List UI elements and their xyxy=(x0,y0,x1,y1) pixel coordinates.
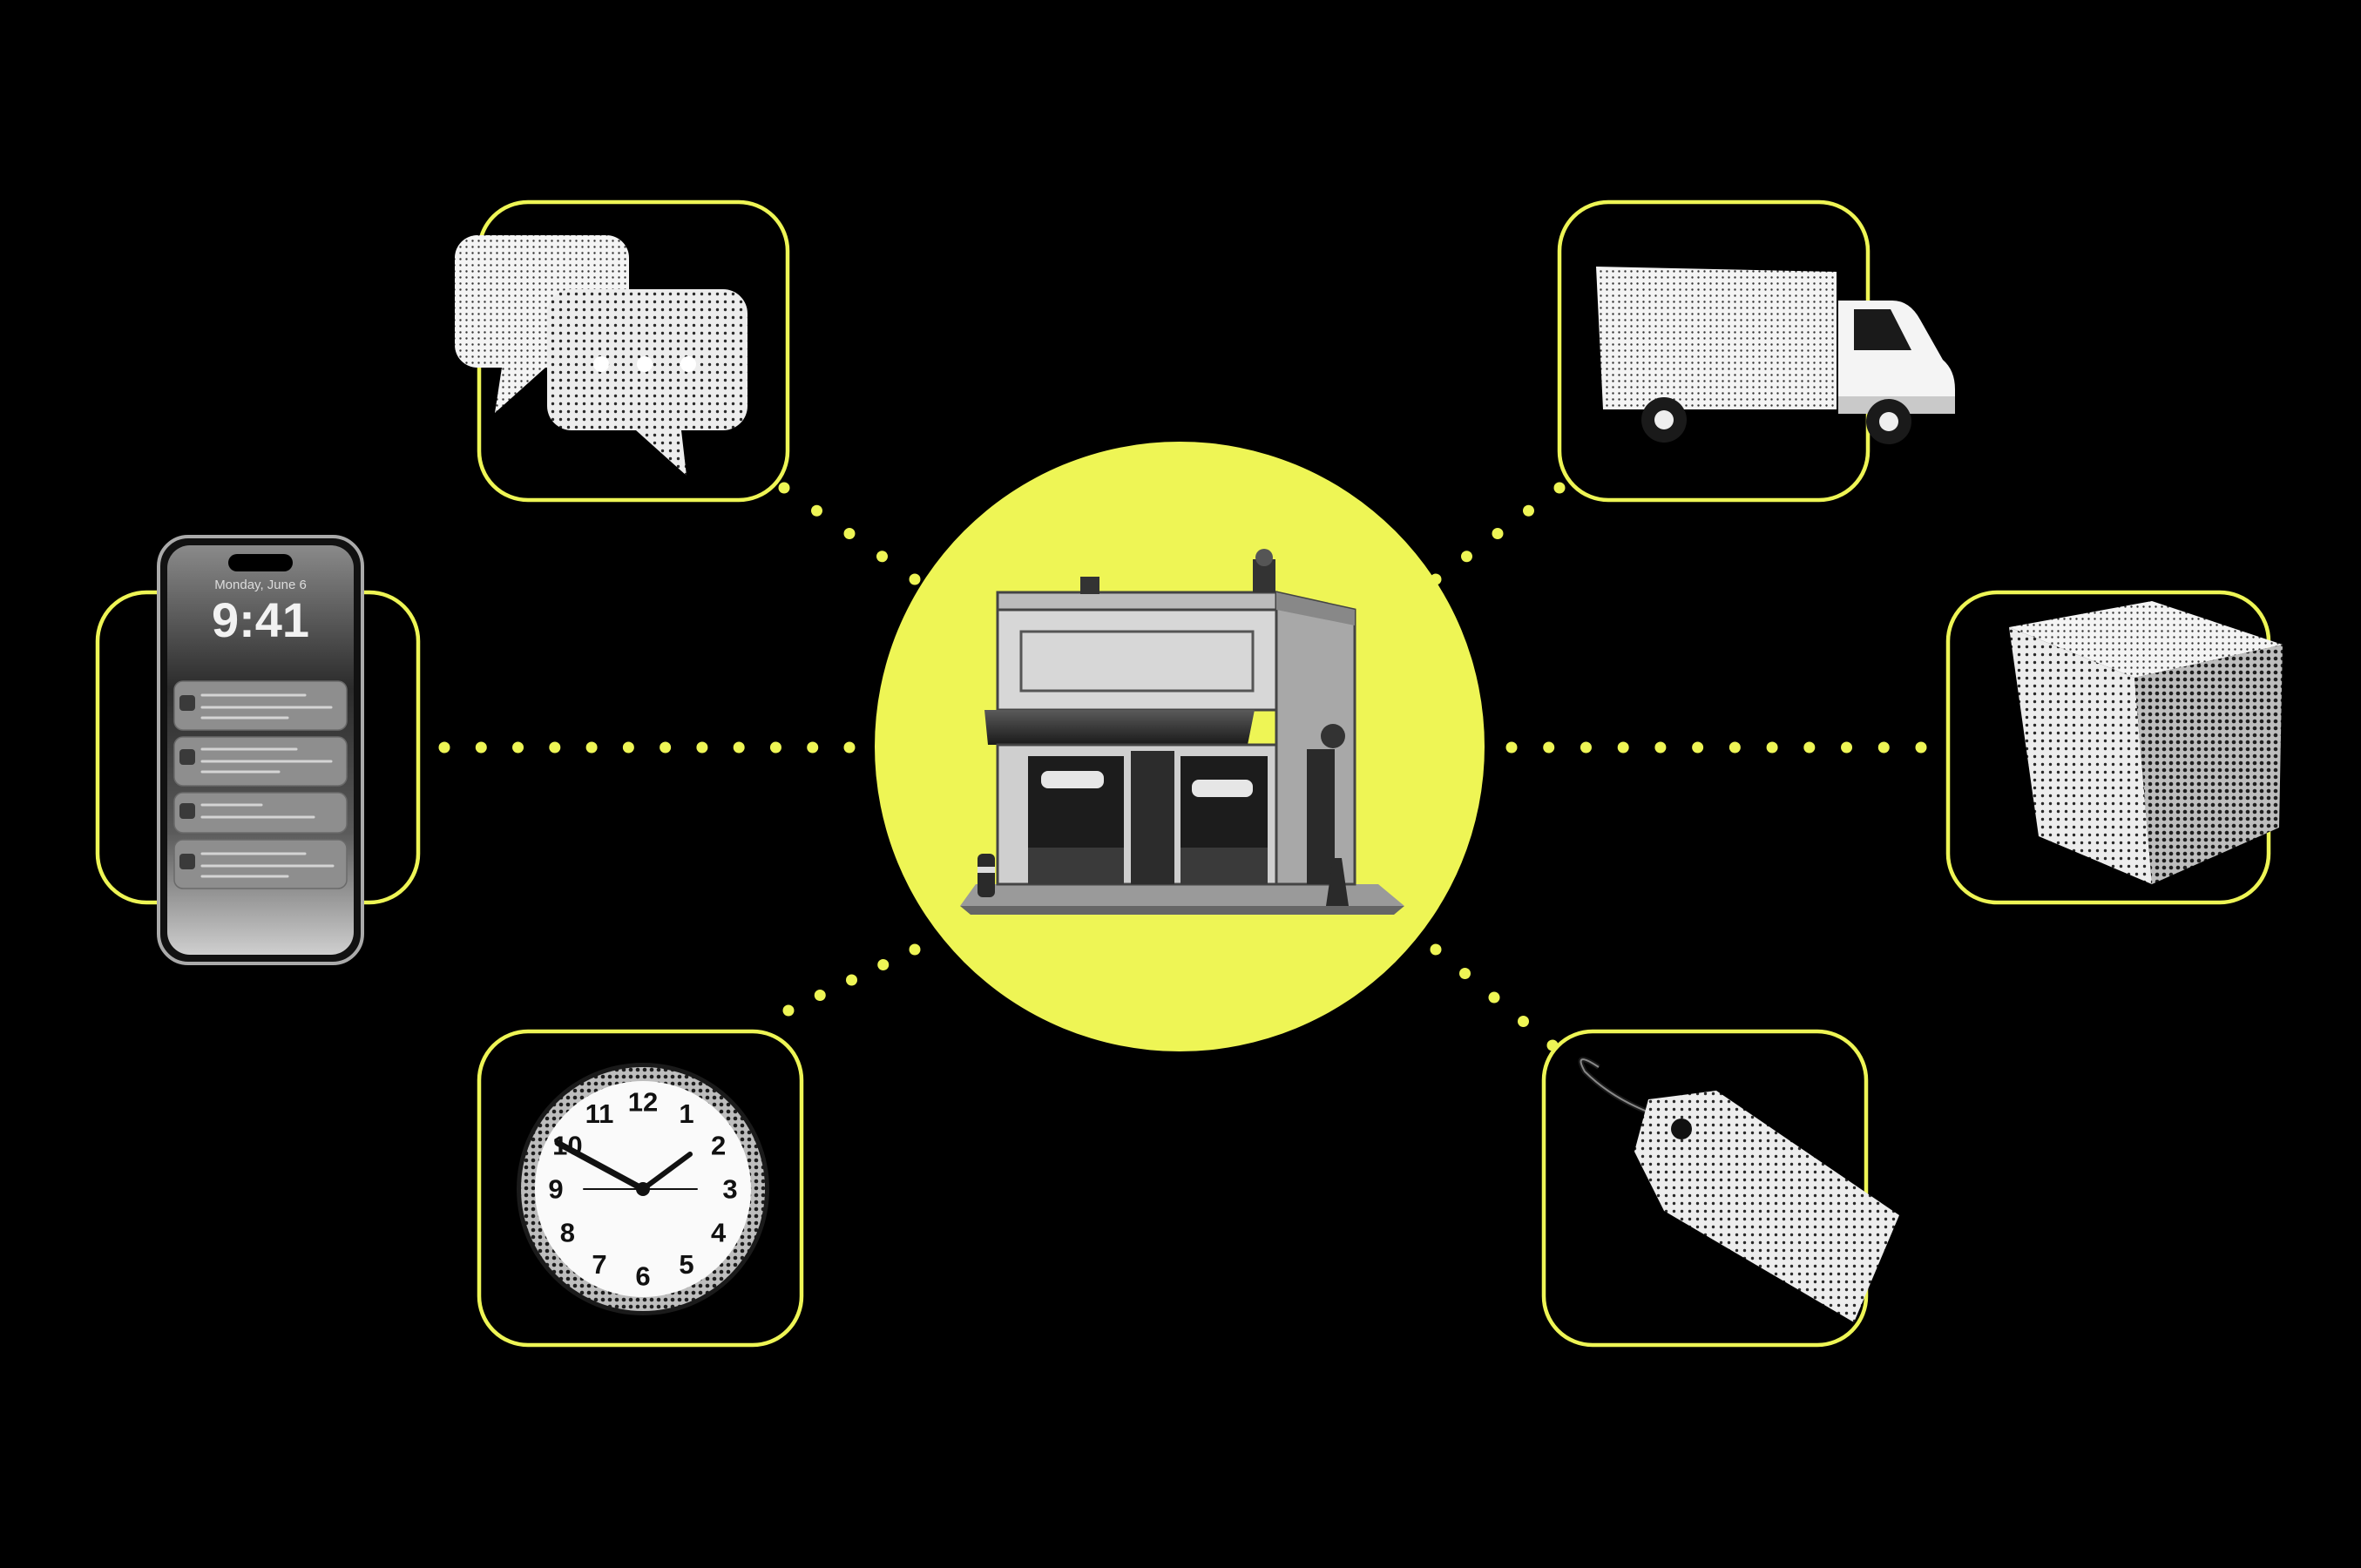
connector-dot xyxy=(549,741,561,754)
connector-dot xyxy=(438,741,450,754)
clock-numeral: 8 xyxy=(560,1218,575,1248)
phone-date: Monday, June 6 xyxy=(214,578,307,592)
smartphone-notifications-icon: Monday, June 6 9:41 xyxy=(157,535,364,965)
connector-dot xyxy=(843,741,856,754)
connector-dot xyxy=(475,741,487,754)
connector-dot xyxy=(585,741,598,754)
clock-numeral: 1 xyxy=(679,1098,693,1129)
clock-node[interactable]: 121234567891011 xyxy=(517,1063,769,1315)
wall-clock-icon: 121234567891011 xyxy=(517,1063,769,1315)
connector-dot xyxy=(733,741,745,754)
connector-dot xyxy=(876,551,888,563)
connector-dot xyxy=(1518,1016,1529,1027)
notification-card xyxy=(173,680,348,731)
connector-dot xyxy=(1728,741,1741,754)
connector-dot xyxy=(1841,741,1853,754)
connector-dot xyxy=(1523,504,1534,517)
storefront-icon xyxy=(960,549,1404,915)
delivery-truck-icon xyxy=(1596,267,1955,444)
connector-dot xyxy=(1915,741,1927,754)
box-node[interactable] xyxy=(2009,601,2283,884)
phone-time: 9:41 xyxy=(212,592,309,647)
connector-dot xyxy=(877,959,890,970)
connector-dot xyxy=(909,573,921,585)
connector-dot xyxy=(1430,943,1442,956)
connector-dot xyxy=(1461,551,1472,563)
connector-dot xyxy=(696,741,708,754)
chat-node[interactable] xyxy=(455,235,748,476)
clock-numeral: 2 xyxy=(711,1131,726,1161)
connector-dot xyxy=(1488,991,1500,1004)
connector-dot xyxy=(1492,528,1504,539)
tag-node[interactable] xyxy=(1578,1057,1899,1322)
package-box-icon xyxy=(2009,601,2283,884)
connector-dot xyxy=(1553,482,1566,494)
phone-node[interactable]: Monday, June 6 9:41 xyxy=(157,535,364,965)
connector-dot xyxy=(807,741,819,754)
connector-dot xyxy=(1877,741,1890,754)
connector-dot xyxy=(846,974,857,986)
connector-dot xyxy=(811,504,822,517)
clock-numeral: 3 xyxy=(722,1174,737,1205)
connector-dot xyxy=(814,990,826,1001)
clock-numeral: 5 xyxy=(679,1249,693,1280)
connector-dot xyxy=(1766,741,1778,754)
connector-dot xyxy=(1580,741,1592,754)
clock-numeral: 7 xyxy=(592,1249,606,1280)
price-tag-icon xyxy=(1578,1057,1899,1322)
tag-node-frame xyxy=(1541,1029,1869,1348)
notification-card xyxy=(173,792,348,834)
connector-dot xyxy=(622,741,634,754)
notification-card xyxy=(173,839,348,889)
clock-numeral: 11 xyxy=(585,1098,614,1129)
center-node[interactable] xyxy=(875,442,1485,1051)
chat-bubbles-icon xyxy=(455,235,748,476)
clock-numeral: 12 xyxy=(628,1087,658,1118)
connector-dot xyxy=(909,943,921,956)
clock-numeral: 9 xyxy=(548,1174,563,1205)
connector-dot xyxy=(1617,741,1629,754)
clock-numeral: 4 xyxy=(711,1218,727,1248)
clock-numeral: 6 xyxy=(635,1261,650,1292)
connector-dot xyxy=(1459,968,1471,979)
connector-dot xyxy=(660,741,672,754)
connector-dot xyxy=(769,741,781,754)
truck-node[interactable] xyxy=(1596,267,1955,444)
connector-dot xyxy=(1692,741,1704,754)
connector-dot xyxy=(782,1004,795,1017)
connector-dot xyxy=(1543,741,1555,754)
connector-dot xyxy=(1654,741,1667,754)
clock-node-frame xyxy=(477,1029,804,1348)
connector-dot xyxy=(778,482,790,494)
connector-dot xyxy=(1803,741,1816,754)
connector-dot xyxy=(1505,741,1518,754)
connector-dot xyxy=(843,528,856,539)
connector-dot xyxy=(512,741,524,754)
